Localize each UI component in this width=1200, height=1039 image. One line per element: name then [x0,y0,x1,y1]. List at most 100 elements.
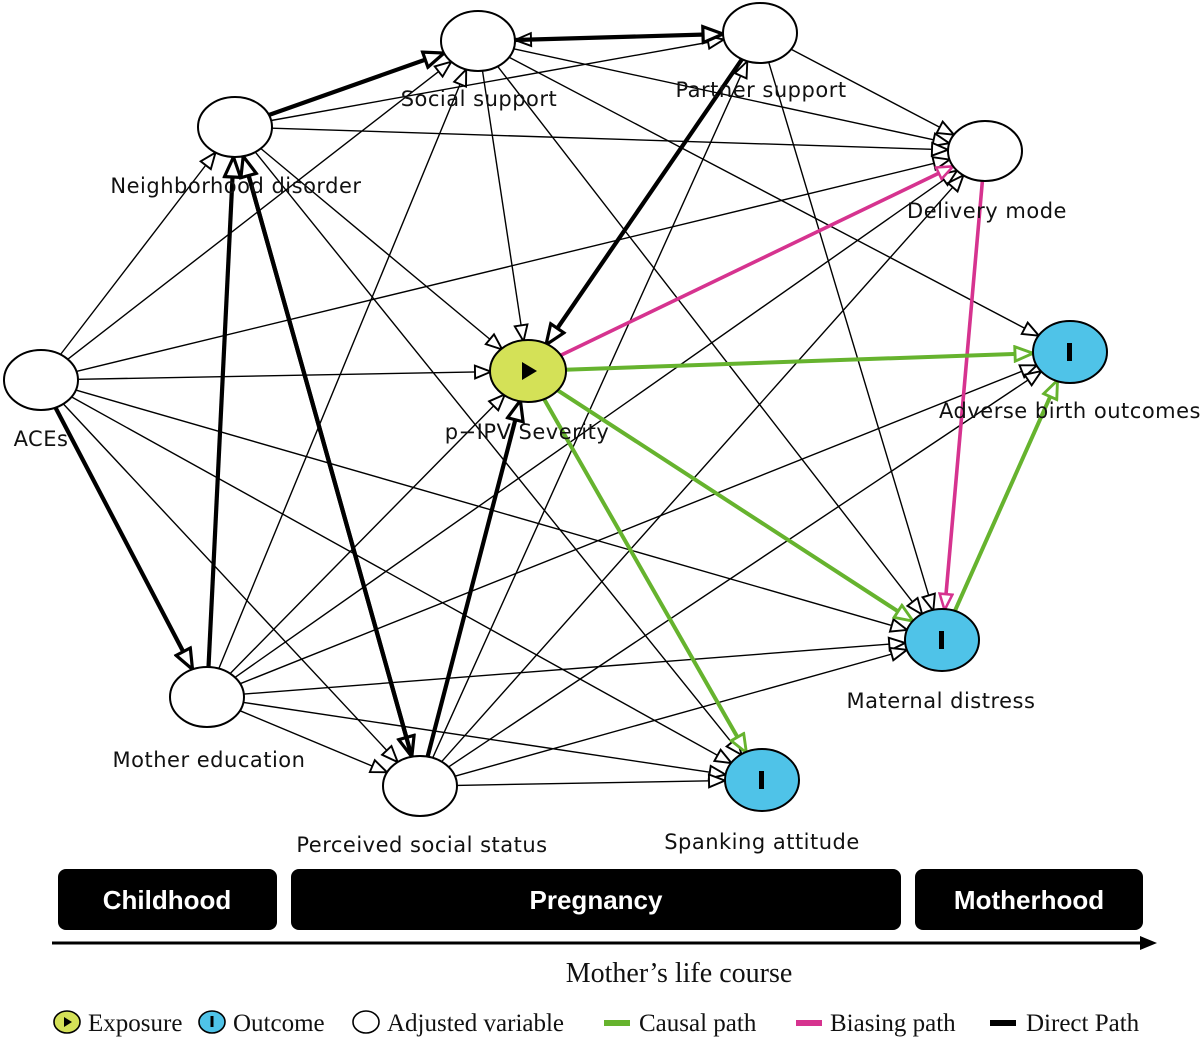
edge-adjusted-aces-to-pipv [77,364,494,380]
legend-outcome-bar-icon [210,1016,214,1027]
edge-direct-mothered-to-neighborhood [206,157,234,668]
edge-adjusted-aces-to-delivery [76,156,953,373]
node-social-support-label: Social support [401,87,558,111]
life-course-axis-arrowhead [1140,936,1157,950]
edge-adjusted-perceived-to-maternal [454,646,910,777]
node-spanking-attitude-label: Spanking attitude [664,830,860,854]
phase-childhood-label: Childhood [103,885,232,915]
node-perceived-social-status-label: Perceived social status [296,833,547,857]
edge-adjusted-partner-to-maternal [768,61,936,614]
edge-direct-partner-to-pipv [546,58,744,345]
node-social-support[interactable]: Social support [401,10,558,111]
node-adverse-birth-outcomes-label: Adverse birth outcomes [939,399,1200,423]
legend-outcome-label: Outcome [233,1010,325,1037]
legend-biasing-label: Biasing path [830,1010,956,1037]
life-course-axis: Mother’s life course [52,936,1157,989]
legend-exposure: Exposure [53,1010,182,1037]
legend-direct-label: Direct Path [1026,1010,1140,1037]
node-maternal-distress-label: Maternal distress [847,689,1036,713]
edge-adjusted-neighborhood-to-pipv [260,147,505,352]
outcome-bar-icon [939,631,944,649]
legend-adjusted-label: Adjusted variable [387,1010,564,1037]
node-mother-education[interactable]: Mother education [113,666,306,772]
node-maternal-distress[interactable]: Maternal distress [847,608,1036,713]
node-aces-circle [3,349,79,411]
node-aces[interactable]: ACEs [3,349,79,451]
node-aces-label: ACEs [14,427,69,451]
edge-direct-aces-to-mothered [53,406,193,670]
edge-adjusted-mothered-to-adverse [239,364,1040,685]
edge-adjusted-mothered-to-pipv [229,392,507,675]
edge-adjusted-perceived-to-delivery [441,173,966,763]
edge-layer [53,34,1060,789]
node-neighborhood-disorder-circle [197,96,273,158]
node-neighborhood-disorder[interactable]: Neighborhood disorder [110,96,361,198]
edge-direct-perceived-to-pipv [425,400,521,758]
node-perceived-social-status-circle [382,755,458,817]
node-delivery-mode-circle [947,120,1023,182]
legend-biasing: Biasing path [796,1010,956,1037]
phase-childhood-box [58,869,277,930]
node-partner-support-circle [722,2,798,64]
phase-motherhood-label: Motherhood [954,885,1104,915]
edge-direct-social-to-partner [514,34,723,40]
node-p-ipv-severity-label: p−IPV Severity [445,420,610,444]
phase-childhood: Childhood [58,869,277,930]
node-partner-support[interactable]: Partner support [675,2,846,102]
edge-biasing-pipv-to-delivery [559,164,953,358]
edge-causal-pipv-to-spanking [541,397,747,753]
legend: Exposure Outcome Adjusted variable Causa… [53,1010,1140,1037]
phase-pregnancy-label: Pregnancy [530,885,663,915]
edge-direct-perceived-to-neighborhood [243,156,414,758]
edge-adjusted-mothered-to-maternal [243,636,908,695]
edge-adjusted-aces-to-neighborhood [59,150,218,355]
edge-adjusted-neighborhood-to-delivery [271,127,951,158]
edge-adjusted-mothered-to-delivery [234,169,960,678]
edge-causal-pipv-to-adverse [564,353,1033,372]
node-adverse-birth-outcomes[interactable]: Adverse birth outcomes [939,320,1200,423]
node-delivery-mode-label: Delivery mode [907,199,1067,223]
phase-motherhood-box [915,869,1143,930]
node-delivery-mode[interactable]: Delivery mode [907,120,1067,223]
edge-adjusted-social-to-pipv [481,70,529,344]
edge-adjusted-perceived-to-adverse [448,369,1044,768]
edge-causal-maternal-to-adverse [952,380,1060,613]
phase-pregnancy-box [291,869,901,930]
node-neighborhood-disorder-label: Neighborhood disorder [110,174,361,198]
edge-adjusted-mothered-to-perceived [239,710,390,774]
outcome-bar-icon [759,771,764,789]
node-perceived-social-status[interactable]: Perceived social status [296,755,547,857]
edge-adjusted-partner-to-delivery [790,48,957,136]
exposure-play-icon [522,362,537,380]
node-mother-education-circle [169,666,245,728]
edge-adjusted-neighborhood-to-spanking [254,151,744,757]
phase-motherhood: Motherhood [915,869,1143,930]
edge-adjusted-aces-to-spanking [71,396,734,765]
legend-adjusted-swatch [352,1010,380,1034]
legend-outcome: Outcome [198,1010,325,1037]
node-social-support-circle [440,10,516,72]
legend-causal: Causal path [604,1010,757,1037]
node-p-ipv-severity[interactable]: p−IPV Severity [445,339,610,444]
edge-adjusted-aces-to-perceived [62,403,400,764]
legend-adjusted: Adjusted variable [352,1010,564,1037]
legend-direct: Direct Path [990,1010,1140,1037]
edge-adjusted-perceived-to-spanking [456,773,728,789]
node-partner-support-label: Partner support [675,78,846,102]
node-spanking-attitude[interactable]: Spanking attitude [664,748,860,854]
edge-adjusted-mothered-to-spanking [243,701,729,780]
life-course-axis-label: Mother’s life course [566,958,793,989]
outcome-bar-icon [1067,343,1072,361]
phase-pregnancy: Pregnancy [291,869,901,930]
legend-exposure-label: Exposure [88,1010,182,1037]
edge-biasing-delivery-to-maternal [945,180,985,610]
legend-causal-label: Causal path [639,1010,757,1037]
legend-exposure-play-icon [64,1017,72,1027]
node-mother-education-label: Mother education [113,748,306,772]
edge-adjusted-social-to-adverse [508,56,1042,337]
edge-adjusted-mothered-to-social [218,67,468,669]
edge-adjusted-neighborhood-to-partner [270,34,727,122]
edge-direct-neighborhood-to-social [268,53,444,117]
edge-adjusted-social-to-maternal [497,65,924,617]
